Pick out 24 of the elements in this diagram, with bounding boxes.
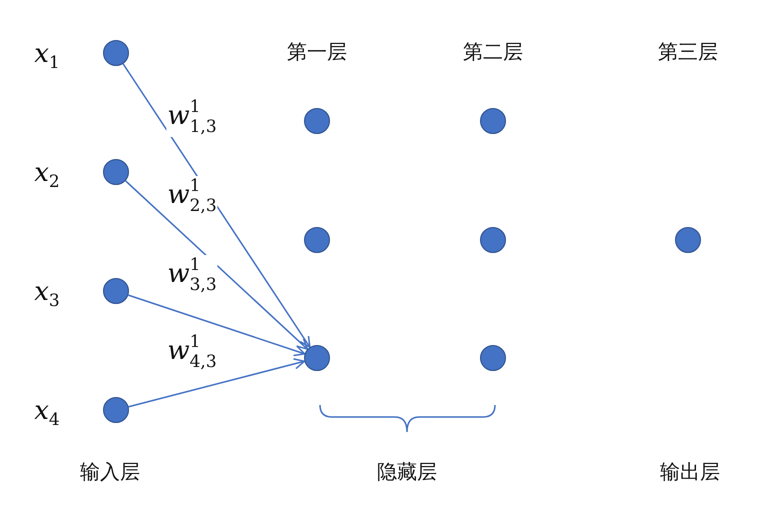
layer-label: 隐藏层	[377, 458, 437, 486]
arrow	[125, 180, 308, 350]
variable-label: x$_{3}$	[34, 276, 60, 312]
variable-label: x$_{1}$	[34, 38, 60, 74]
neuron-circle	[103, 40, 129, 66]
layer-label: 第三层	[658, 38, 718, 66]
neuron-circle	[103, 397, 129, 423]
neuron-circle	[480, 227, 506, 253]
neuron-circle	[675, 227, 701, 253]
layer-label: 第一层	[287, 38, 347, 66]
neuron-circle	[480, 345, 506, 371]
neuron-circle	[304, 345, 330, 371]
layer-label: 输入层	[80, 458, 140, 486]
neuron-circle	[480, 108, 506, 134]
neuron-circle	[304, 227, 330, 253]
neuron-circle	[103, 278, 129, 304]
layer-label: 输出层	[660, 458, 720, 486]
arrow	[128, 358, 306, 408]
neuron-circle	[304, 108, 330, 134]
neuron-circle	[103, 159, 129, 185]
variable-label: x$_{4}$	[34, 396, 60, 430]
variable-label: x$_{2}$	[34, 158, 60, 192]
arrow	[128, 294, 306, 356]
layer-label: 第二层	[463, 38, 523, 66]
